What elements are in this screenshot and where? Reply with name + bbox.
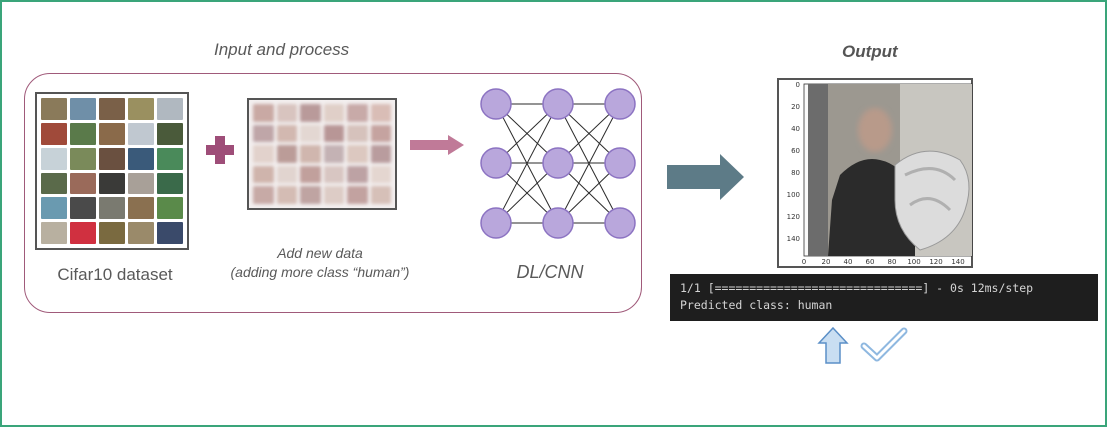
add-new-data-label: Add new data (adding more class “human”) (210, 244, 430, 282)
x-tick-label: 140 (951, 258, 964, 266)
x-tick-label: 60 (866, 258, 875, 266)
add-new-data-line2: (adding more class “human”) (230, 264, 410, 280)
y-tick-label: 100 (787, 191, 800, 199)
x-tick-label: 40 (844, 258, 853, 266)
input-section-title: Input and process (214, 40, 350, 59)
y-tick-label: 80 (791, 169, 800, 177)
y-tick-label: 120 (787, 213, 800, 221)
x-tick-label: 0 (802, 258, 806, 266)
y-tick-label: 20 (791, 103, 800, 111)
x-tick-label: 80 (888, 258, 897, 266)
x-tick-label: 100 (907, 258, 920, 266)
human-data-grid (247, 98, 397, 210)
up-arrow-icon (817, 326, 849, 364)
checkmark-icon (860, 327, 908, 362)
neuron (542, 147, 574, 179)
console-output: 1/1 [==============================] - 0… (670, 274, 1098, 321)
plot-ticks: 0 20 40 60 80 100 120 140 0 20 40 60 80 … (787, 81, 965, 266)
dl-cnn-label: DL/CNN (516, 262, 584, 282)
plus-icon (206, 136, 234, 164)
cifar10-dataset-label: Cifar10 dataset (57, 265, 173, 284)
input-process-box (24, 73, 642, 313)
neuron (480, 207, 512, 239)
neuron (480, 88, 512, 120)
neuron (480, 147, 512, 179)
y-tick-label: 140 (787, 235, 800, 243)
cifar10-sample-grid (35, 92, 189, 250)
plot-axes (803, 83, 973, 257)
y-tick-label: 40 (791, 125, 800, 133)
big-right-arrow-icon (667, 154, 744, 200)
neuron (542, 88, 574, 120)
neuron (604, 207, 636, 239)
y-tick-label: 0 (796, 81, 800, 89)
neuron (542, 207, 574, 239)
output-section-title: Output (842, 42, 898, 61)
right-arrow-icon (410, 135, 464, 155)
x-tick-label: 120 (929, 258, 942, 266)
neural-network-diagram (480, 88, 636, 239)
console-line-prediction: Predicted class: human (680, 298, 833, 312)
console-line-progress: 1/1 [==============================] - 0… (680, 281, 1034, 295)
y-tick-label: 60 (791, 147, 800, 155)
neuron (604, 147, 636, 179)
neuron (604, 88, 636, 120)
x-tick-label: 20 (822, 258, 831, 266)
add-new-data-line1: Add new data (277, 245, 363, 261)
